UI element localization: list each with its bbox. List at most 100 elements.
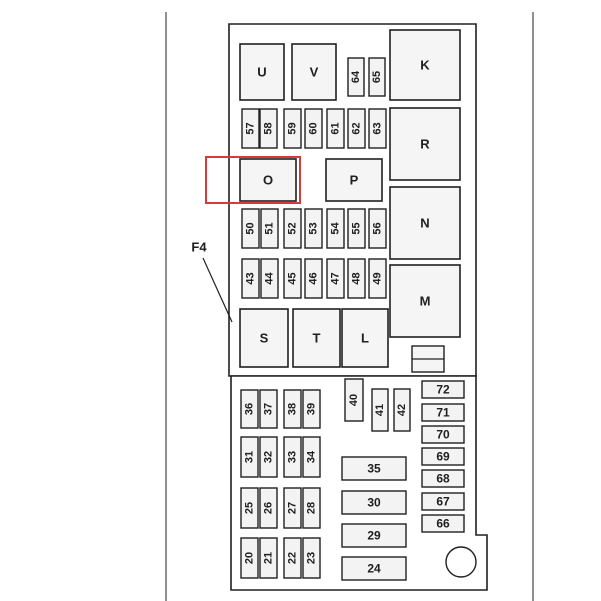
fuse-label: 37 bbox=[263, 403, 275, 415]
fuse-body bbox=[241, 258, 260, 299]
fuse-body bbox=[259, 436, 278, 478]
fuse-label: 63 bbox=[372, 122, 384, 134]
fuse-label: 52 bbox=[287, 222, 299, 234]
fuse-body bbox=[421, 380, 465, 399]
relay-label: P bbox=[350, 173, 359, 188]
relay-u: U bbox=[239, 43, 285, 101]
fuse-body bbox=[421, 425, 465, 444]
fuse-body bbox=[344, 378, 364, 422]
fuse-64: 64 bbox=[347, 57, 365, 97]
relay-label: V bbox=[310, 65, 319, 80]
relay-p: P bbox=[325, 158, 383, 202]
fuse-label: 58 bbox=[263, 122, 275, 134]
fuse-23: 23 bbox=[302, 537, 321, 579]
fuse-35: 35 bbox=[341, 456, 407, 481]
fuse-52: 52 bbox=[283, 208, 302, 249]
fuse-38: 38 bbox=[283, 389, 302, 429]
fuse-label: 31 bbox=[244, 451, 256, 463]
relay-body bbox=[341, 308, 389, 368]
fuse-label: 50 bbox=[245, 222, 257, 234]
fuse-22: 22 bbox=[283, 537, 302, 579]
fuse-label: 72 bbox=[436, 383, 450, 397]
relay-l: L bbox=[341, 308, 389, 368]
fuse-label: 59 bbox=[287, 122, 299, 134]
fuse-68: 68 bbox=[421, 469, 465, 488]
fuse-43: 43 bbox=[241, 258, 260, 299]
fuse-21: 21 bbox=[259, 537, 278, 579]
fuse-28: 28 bbox=[302, 487, 321, 529]
fuse-body bbox=[240, 389, 259, 429]
callout-leader-line bbox=[202, 257, 233, 323]
fuse-36: 36 bbox=[240, 389, 259, 429]
fuse-label: 51 bbox=[264, 222, 276, 234]
fuse-label: 30 bbox=[367, 496, 381, 510]
relay-label: N bbox=[420, 216, 429, 231]
fuse-body bbox=[241, 108, 260, 149]
fuse-label: 45 bbox=[287, 272, 299, 284]
fuse-65: 65 bbox=[368, 57, 386, 97]
fuse-63: 63 bbox=[368, 108, 387, 149]
fuse-44: 44 bbox=[260, 258, 279, 299]
fuse-46: 46 bbox=[304, 258, 323, 299]
fuse-29: 29 bbox=[341, 523, 407, 548]
relay-body bbox=[291, 43, 337, 101]
fuse-25: 25 bbox=[240, 487, 259, 529]
fuse-label: 40 bbox=[348, 394, 360, 406]
fuse-label: 33 bbox=[287, 451, 299, 463]
fuse-body bbox=[283, 208, 302, 249]
relay-label: L bbox=[361, 331, 369, 346]
fuse-body bbox=[302, 537, 321, 579]
fuse-label: 23 bbox=[306, 552, 318, 564]
fuse-body bbox=[347, 258, 366, 299]
fuse-57: 57 bbox=[241, 108, 260, 149]
relay-body bbox=[292, 308, 341, 368]
fuse-label: 69 bbox=[436, 450, 450, 464]
fuse-label: 49 bbox=[372, 272, 384, 284]
relay-body bbox=[389, 29, 461, 101]
fuse-label: 62 bbox=[351, 122, 363, 134]
relay-body bbox=[239, 43, 285, 101]
fuse-56: 56 bbox=[368, 208, 387, 249]
fuse-body bbox=[259, 537, 278, 579]
relay-label: S bbox=[260, 331, 269, 346]
fuse-33: 33 bbox=[283, 436, 302, 478]
relay-m: M bbox=[389, 264, 461, 338]
fuse-label: 36 bbox=[244, 403, 256, 415]
fuse-72: 72 bbox=[421, 380, 465, 399]
fuse-label: 61 bbox=[330, 122, 342, 134]
fuse-body bbox=[421, 492, 465, 511]
fuse-body bbox=[326, 258, 345, 299]
fuse-body bbox=[283, 436, 302, 478]
relay-v: V bbox=[291, 43, 337, 101]
fuse-label: 28 bbox=[306, 502, 318, 514]
fuse-body bbox=[304, 108, 323, 149]
fuse-69: 69 bbox=[421, 447, 465, 466]
fuse-42: 42 bbox=[393, 388, 411, 432]
relay-body bbox=[325, 158, 383, 202]
fuse-30: 30 bbox=[341, 490, 407, 515]
fuse-body bbox=[393, 388, 411, 432]
fuse-label: 48 bbox=[351, 272, 363, 284]
relay-s: S bbox=[239, 308, 289, 368]
fuse-71: 71 bbox=[421, 403, 465, 422]
fuse-label: 44 bbox=[264, 272, 276, 285]
relay-body bbox=[389, 107, 461, 181]
fuse-61: 61 bbox=[326, 108, 345, 149]
fuse-body bbox=[371, 388, 389, 432]
fuse-body bbox=[341, 490, 407, 515]
fuse-24: 24 bbox=[341, 556, 407, 581]
fuse-body bbox=[283, 487, 302, 529]
fuse-label: 25 bbox=[244, 502, 256, 514]
fuse-58: 58 bbox=[259, 108, 278, 149]
round-grommet bbox=[445, 546, 477, 578]
fuse-body bbox=[341, 456, 407, 481]
callout-label: F4 bbox=[191, 240, 207, 255]
fuse-body bbox=[341, 556, 407, 581]
fuse-37: 37 bbox=[259, 389, 278, 429]
fuse-47: 47 bbox=[326, 258, 345, 299]
fuse-label: 38 bbox=[287, 403, 299, 415]
fuse-label: 41 bbox=[374, 404, 386, 416]
fuse-label: 27 bbox=[287, 502, 299, 514]
fuse-label: 47 bbox=[330, 272, 342, 284]
fuse-body bbox=[326, 108, 345, 149]
